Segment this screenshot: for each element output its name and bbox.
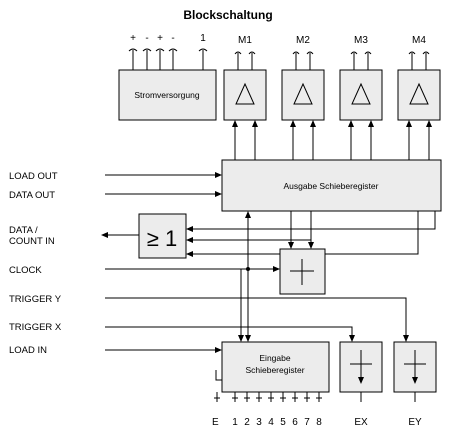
- power-supply-block: [118, 69, 217, 121]
- motor-driver-block: [281, 69, 325, 121]
- signal-load-out: LOAD OUT: [9, 171, 58, 182]
- input-label: E: [212, 417, 219, 428]
- signal-trigger-y: TRIGGER Y: [9, 294, 62, 305]
- trigger-y-line: [105, 297, 407, 336]
- terminal-label: +: [157, 33, 163, 44]
- signal-trigger-x: TRIGGER X: [9, 322, 62, 333]
- signal-data-out: DATA OUT: [9, 190, 55, 201]
- trigger-x-line: [105, 326, 353, 336]
- motor-connectors: [234, 51, 430, 70]
- signal-data-count-in-1: DATA /: [9, 225, 38, 236]
- counter-input-lines: [290, 211, 312, 243]
- load-in-arrowhead: [215, 347, 222, 353]
- output-control-arrowheads: [215, 172, 222, 197]
- terminal-label: -: [145, 33, 148, 44]
- motor-driver-block: [223, 69, 267, 121]
- motor-label: M2: [296, 35, 310, 46]
- input-label: 1: [232, 417, 238, 428]
- input-label: 4: [268, 417, 274, 428]
- output-label: EX: [354, 417, 368, 428]
- driver-arrowheads: [232, 120, 432, 127]
- terminal-label: 1: [200, 33, 206, 44]
- signal-load-in: LOAD IN: [9, 345, 47, 356]
- output-control-lines: [105, 174, 216, 195]
- amplifier-symbol: [235, 82, 429, 105]
- power-terminals: + - + - 1: [128, 33, 208, 70]
- counter-cross: [290, 259, 314, 285]
- data-count-in-arrowhead: [101, 232, 108, 238]
- terminal-connectors: [128, 48, 208, 70]
- driver-signal-lines: [234, 125, 430, 160]
- motor-label: M3: [354, 35, 368, 46]
- signal-labels: LOAD OUT DATA OUT DATA / COUNT IN CLOCK …: [9, 171, 62, 356]
- motor-drivers: M1 M2 M3 M4: [223, 35, 441, 160]
- power-supply-label: Stromversorgung: [134, 90, 199, 100]
- input-register-feedback: [215, 370, 222, 381]
- input-register-clock-arrowhead: [238, 335, 244, 342]
- counter-input-arrowheads: [288, 242, 314, 249]
- trigger-x-arrowhead: [349, 335, 355, 342]
- diagram-title: Blockschaltung: [183, 8, 272, 22]
- input-label: 6: [292, 417, 298, 428]
- or-gate-block: [138, 213, 187, 259]
- or-gate-input-lines: [192, 211, 436, 255]
- ex-ey-cross: [350, 350, 426, 378]
- output-register-label: Ausgabe Schieberegister: [284, 181, 379, 191]
- input-label: 8: [316, 417, 322, 428]
- input-label: 3: [256, 417, 262, 428]
- input-register-label-1: Eingabe: [259, 353, 290, 363]
- motor-driver-block: [397, 69, 441, 121]
- signal-clock: CLOCK: [9, 265, 42, 276]
- motor-label: M4: [412, 35, 426, 46]
- or-gate-input-arrowheads: [186, 226, 193, 257]
- signal-data-count-in-2: COUNT IN: [9, 236, 55, 247]
- terminal-label: +: [130, 33, 136, 44]
- or-gate-label: ≥ 1: [147, 226, 177, 251]
- motor-driver-block: [339, 69, 383, 121]
- input-pins: [216, 392, 320, 402]
- terminal-label: -: [171, 33, 174, 44]
- input-register-label-2: Schieberegister: [245, 365, 304, 375]
- input-label: 7: [304, 417, 310, 428]
- output-label: EY: [408, 417, 422, 428]
- output-pins: [360, 392, 416, 402]
- motor-label: M1: [238, 35, 252, 46]
- trigger-y-arrowhead: [403, 335, 409, 342]
- input-labels: E 1 2 3 4 5 6 7 8 EX EY: [212, 417, 422, 428]
- input-label: 5: [280, 417, 286, 428]
- input-label: 2: [244, 417, 250, 428]
- output-register-block: [221, 159, 442, 212]
- input-register-block: [221, 341, 330, 393]
- clock-arrowhead: [273, 266, 280, 272]
